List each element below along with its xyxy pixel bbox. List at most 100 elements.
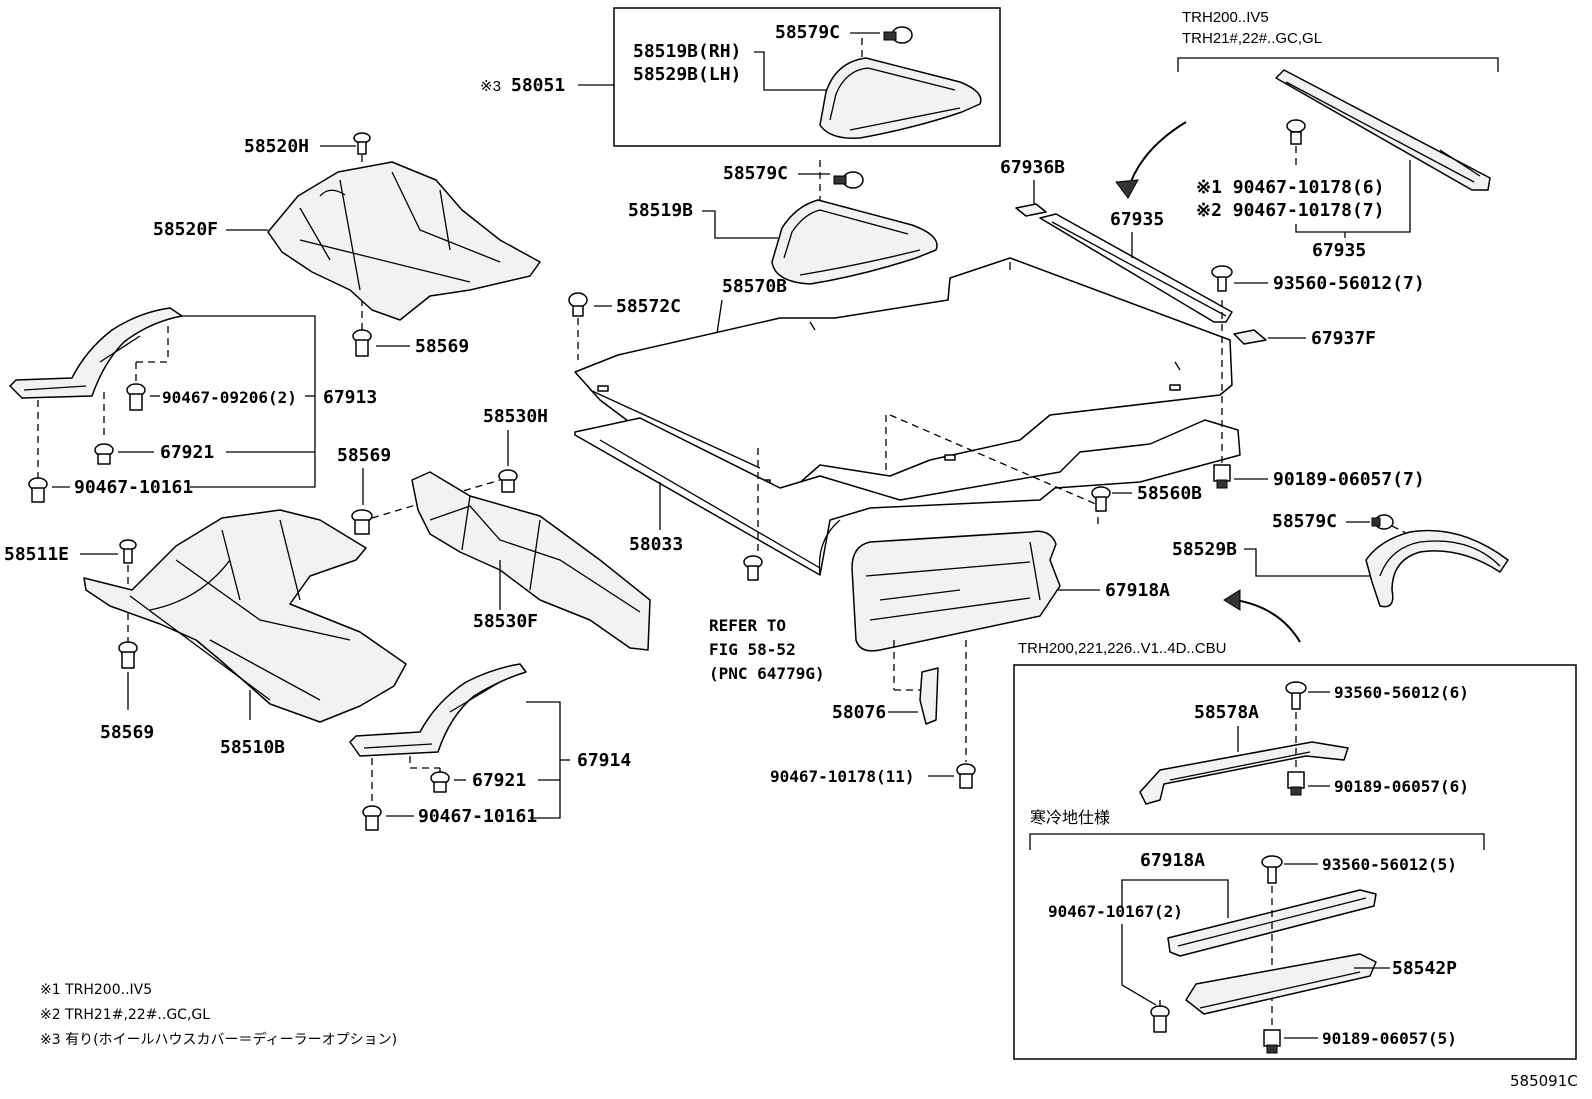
label-58572C[interactable]: 58572C	[616, 296, 681, 317]
nut-90189-6	[1287, 771, 1305, 796]
screw-93560-5	[1261, 855, 1283, 884]
clip-58579C-box	[883, 26, 913, 44]
direction-arrow-bottom	[1235, 599, 1301, 643]
label-58529B-LH[interactable]: 58529B(LH)	[633, 64, 741, 85]
label-58579C-mid[interactable]: 58579C	[723, 163, 788, 184]
label-93560-56012-5[interactable]: 93560-56012(5)	[1322, 855, 1457, 874]
label-90467-10178-11[interactable]: 90467-10178(11)	[770, 767, 915, 786]
label-58033[interactable]: 58033	[629, 534, 683, 555]
scuff-plate-67914	[349, 663, 527, 757]
label-trh200-iv5: TRH200..IV5	[1182, 9, 1269, 26]
option-box-58051	[613, 7, 1001, 147]
label-58520H[interactable]: 58520H	[244, 136, 309, 157]
label-trh-cbu: TRH200,221,226..V1..4D..CBU	[1018, 640, 1226, 657]
label-67918A-box[interactable]: 67918A	[1140, 850, 1205, 871]
label-90189-06057-5[interactable]: 90189-06057(5)	[1322, 1029, 1457, 1048]
label-58519B[interactable]: 58519B	[628, 200, 693, 221]
label-58520F[interactable]: 58520F	[153, 219, 218, 240]
label-58569-bottom[interactable]: 58569	[100, 722, 154, 743]
label-58519B-RH[interactable]: 58519B(RH)	[633, 41, 741, 62]
label-58579C-right[interactable]: 58579C	[1272, 511, 1337, 532]
label-67937F[interactable]: 67937F	[1311, 328, 1376, 349]
label-90467-10161-left[interactable]: 90467-10161	[74, 477, 193, 498]
label-58530H[interactable]: 58530H	[483, 406, 548, 427]
floor-carpet-58520F	[267, 161, 541, 321]
hook-58076	[919, 667, 939, 725]
label-58578A[interactable]: 58578A	[1194, 702, 1259, 723]
label-58076[interactable]: 58076	[832, 702, 886, 723]
label-90467-10167-2[interactable]: 90467-10167(2)	[1048, 902, 1183, 921]
footnote-3: ※3 有り(ホイールハウスカバー＝ディーラーオプション)	[40, 1031, 397, 1048]
label-58569-mid[interactable]: 58569	[337, 445, 391, 466]
label-58051-mark: ※3	[480, 78, 501, 95]
wheel-house-cover-box	[819, 57, 982, 139]
label-67914[interactable]: 67914	[577, 750, 631, 771]
label-67935-mid[interactable]: 67935	[1110, 209, 1164, 230]
nut-90189-5	[1263, 1029, 1281, 1054]
label-58560B[interactable]: 58560B	[1137, 483, 1202, 504]
wheel-house-58529B	[1365, 529, 1509, 608]
label-58511E[interactable]: 58511E	[4, 544, 69, 565]
footnote-1: ※1 TRH200..IV5	[40, 982, 152, 998]
label-67918A-mid[interactable]: 67918A	[1105, 580, 1170, 601]
clip-58560B	[1091, 486, 1111, 512]
label-fig-58-52[interactable]: FIG 58-52	[709, 640, 796, 659]
clip-58530H	[498, 469, 518, 493]
label-90189-06057-6[interactable]: 90189-06057(6)	[1334, 777, 1469, 796]
clip-90467-10161-left	[28, 477, 48, 503]
label-pnc-64779G: (PNC 64779G)	[709, 664, 825, 683]
bracket-58578A	[1139, 741, 1349, 805]
label-90467-10161-bottom[interactable]: 90467-10161	[418, 806, 537, 827]
label-58530F[interactable]: 58530F	[473, 611, 538, 632]
clip-58511E	[119, 539, 137, 564]
deck-board-58033	[574, 417, 1241, 576]
footnote-2: ※2 TRH21#,22#..GC,GL	[40, 1007, 210, 1023]
label-93560-56012-6[interactable]: 93560-56012(6)	[1334, 683, 1469, 702]
label-93560-56012-7[interactable]: 93560-56012(7)	[1273, 273, 1425, 294]
clip-note-ref	[1286, 119, 1306, 145]
figure-id: 585091C	[1510, 1072, 1578, 1090]
label-67935-right[interactable]: 67935	[1312, 240, 1366, 261]
label-67913[interactable]: 67913	[323, 387, 377, 408]
label-58529B-right[interactable]: 58529B	[1172, 539, 1237, 560]
label-67921-bottom[interactable]: 67921	[472, 770, 526, 791]
label-58051[interactable]: 58051	[511, 75, 565, 96]
clip-58520H	[353, 132, 371, 155]
screw-93560-6	[1285, 681, 1307, 710]
clip-58579C-mid	[833, 171, 864, 189]
nut-90189-7	[1213, 464, 1231, 489]
clip-90467-09206	[126, 383, 146, 411]
label-90189-06057-7[interactable]: 90189-06057(7)	[1273, 469, 1425, 490]
clip-67921-left	[94, 443, 114, 465]
pad-67937F	[1233, 329, 1267, 345]
label-58569-top[interactable]: 58569	[415, 336, 469, 357]
label-58542P[interactable]: 58542P	[1392, 958, 1457, 979]
pad-67936B	[1015, 203, 1047, 217]
scuff-plate-67913	[9, 307, 183, 399]
variant-box-cbu	[1013, 664, 1577, 1060]
clip-67921-bottom	[430, 771, 450, 793]
screw-93560-7	[1211, 265, 1233, 292]
wheel-house-58519B	[771, 199, 938, 285]
clip-58579C-right	[1371, 514, 1394, 530]
clip-90467-10161-bottom	[362, 805, 382, 831]
clip-58569-bottom	[118, 641, 138, 669]
clip-90467-10167	[1150, 1005, 1170, 1033]
label-67921-left[interactable]: 67921	[160, 442, 214, 463]
panel-58542P	[1185, 953, 1377, 1015]
label-refer-to: REFER TO	[709, 616, 786, 635]
label-67936B[interactable]: 67936B	[1000, 157, 1065, 178]
label-58570B[interactable]: 58570B	[722, 276, 787, 297]
label-58510B[interactable]: 58510B	[220, 737, 285, 758]
label-90467-09206-2[interactable]: 90467-09206(2)	[162, 388, 297, 407]
label-cold-spec: 寒冷地仕様	[1030, 808, 1110, 827]
clip-58572C	[568, 292, 588, 317]
label-note2-ref[interactable]: ※2 90467-10178(7)	[1196, 200, 1384, 221]
clip-58569-top	[352, 329, 372, 357]
clip-refer-to	[743, 555, 763, 581]
label-note1-ref[interactable]: ※1 90467-10178(6)	[1196, 177, 1384, 198]
clip-90467-10178-11	[956, 763, 976, 789]
clip-58569-mid	[351, 509, 373, 535]
label-58579C-box[interactable]: 58579C	[775, 22, 840, 43]
